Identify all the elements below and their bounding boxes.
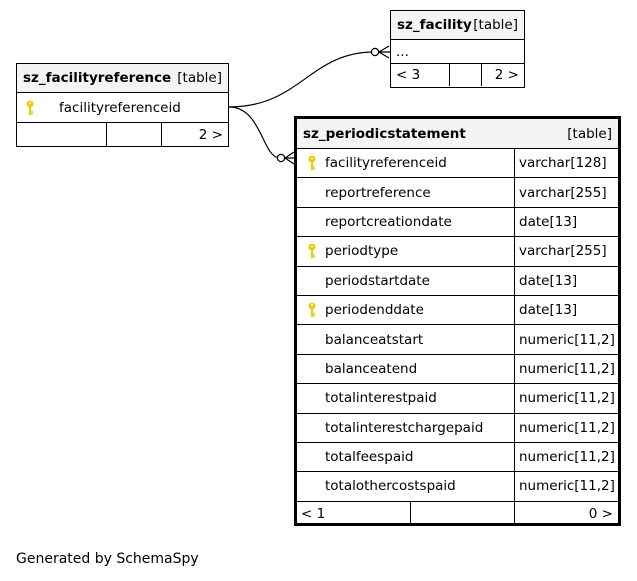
footer-children[interactable]: 2 > [198,126,223,143]
table-row[interactable]: ... [391,40,524,64]
column-name: periodtype [325,243,399,260]
column-type: numeric[11,2] [519,390,615,407]
column-type: numeric[11,2] [519,331,615,348]
key-placeholder [307,332,317,348]
footer-parents[interactable]: < 3 [391,64,450,86]
table-footer: 2 > [17,123,228,146]
table-row[interactable]: facilityreferenceid [17,93,228,123]
column-name: periodenddate [325,302,424,319]
table-kind: [table] [567,125,612,142]
key-placeholder [307,273,317,289]
table-name: sz_periodicstatement [303,125,466,142]
row-ellipsis: ... [396,43,409,60]
column-name: totalinterestpaid [325,390,437,407]
footer-children[interactable]: 2 > [494,67,519,83]
key-placeholder [307,214,317,230]
table-footer: < 3 2 > [391,64,524,86]
footer-parents [17,123,107,146]
column-name: facilityreferenceid [325,155,447,172]
table-row[interactable]: periodenddate date[13] [297,295,618,326]
table-name: sz_facility [397,17,472,33]
column-type: date[13] [519,302,578,319]
table-row[interactable]: balanceatstart numeric[11,2] [297,325,618,355]
column-type: numeric[11,2] [519,360,615,377]
table-name: sz_facilityreference [23,70,172,86]
table-kind: [table] [473,17,518,33]
generated-by-text: Generated by SchemaSpy [16,551,199,567]
table-row[interactable]: periodstartdate date[13] [297,266,618,296]
column-name: totalothercostspaid [325,478,456,495]
table-row[interactable]: totalinterestchargepaid numeric[11,2] [297,413,618,443]
link-end-circle [370,47,380,57]
link-facilityreference-facility [228,51,375,108]
link-end-circle [276,153,286,163]
table-sz-facility[interactable]: sz_facility [table] ... < 3 2 > [390,10,525,88]
footer-parents[interactable]: < 1 [297,501,411,526]
key-placeholder [307,185,317,201]
column-name: balanceatend [325,360,418,377]
primary-key-icon [307,243,317,259]
column-type: varchar[255] [519,184,607,201]
column-name: totalfeespaid [325,449,414,466]
table-row[interactable]: facilityreferenceid varchar[128] [297,149,618,179]
table-row[interactable]: totalinterestpaid numeric[11,2] [297,384,618,414]
column-type: date[13] [519,272,578,289]
table-sz-facilityreference[interactable]: sz_facilityreference [table] facilityref… [16,63,229,147]
column-name: reportreference [325,184,431,201]
key-placeholder [307,361,317,377]
key-placeholder [307,390,317,406]
column-name: periodstartdate [325,272,430,289]
column-name: balanceatstart [325,331,424,348]
primary-key-icon [307,155,317,171]
footer-children[interactable]: 0 > [588,505,613,522]
column-type: varchar[255] [519,243,607,260]
column-type: numeric[11,2] [519,419,615,436]
table-row[interactable]: reportcreationdate date[13] [297,207,618,238]
table-row[interactable]: reportreference varchar[255] [297,178,618,208]
table-kind: [table] [177,70,222,86]
footer-middle [411,501,515,526]
primary-key-icon [307,302,317,318]
table-header: sz_periodicstatement [table] [297,119,618,149]
key-placeholder [307,478,317,494]
column-name: reportcreationdate [325,213,452,230]
column-type: varchar[128] [519,155,607,172]
key-placeholder [307,420,317,436]
column-name: facilityreferenceid [59,99,181,116]
table-row[interactable]: totalfeespaid numeric[11,2] [297,442,618,473]
table-row[interactable]: periodtype varchar[255] [297,237,618,267]
column-type: numeric[11,2] [519,478,615,495]
footer-middle [450,64,482,86]
table-sz-periodicstatement[interactable]: sz_periodicstatement [table] facilityref… [294,116,621,526]
footer-middle [107,123,162,146]
key-placeholder [307,449,317,465]
link-facilityreference-periodicstatement [228,106,281,159]
column-type: date[13] [519,213,578,230]
primary-key-icon [25,100,35,116]
table-header: sz_facilityreference [table] [17,64,228,93]
column-name: totalinterestchargepaid [325,419,484,436]
table-footer: < 1 0 > [297,501,618,526]
table-row[interactable]: totalothercostspaid numeric[11,2] [297,472,618,502]
table-row[interactable]: balanceatend numeric[11,2] [297,354,618,385]
table-header: sz_facility [table] [391,11,524,40]
column-list: facilityreferenceid varchar[128] reportref… [297,149,618,502]
column-type: numeric[11,2] [519,449,615,466]
